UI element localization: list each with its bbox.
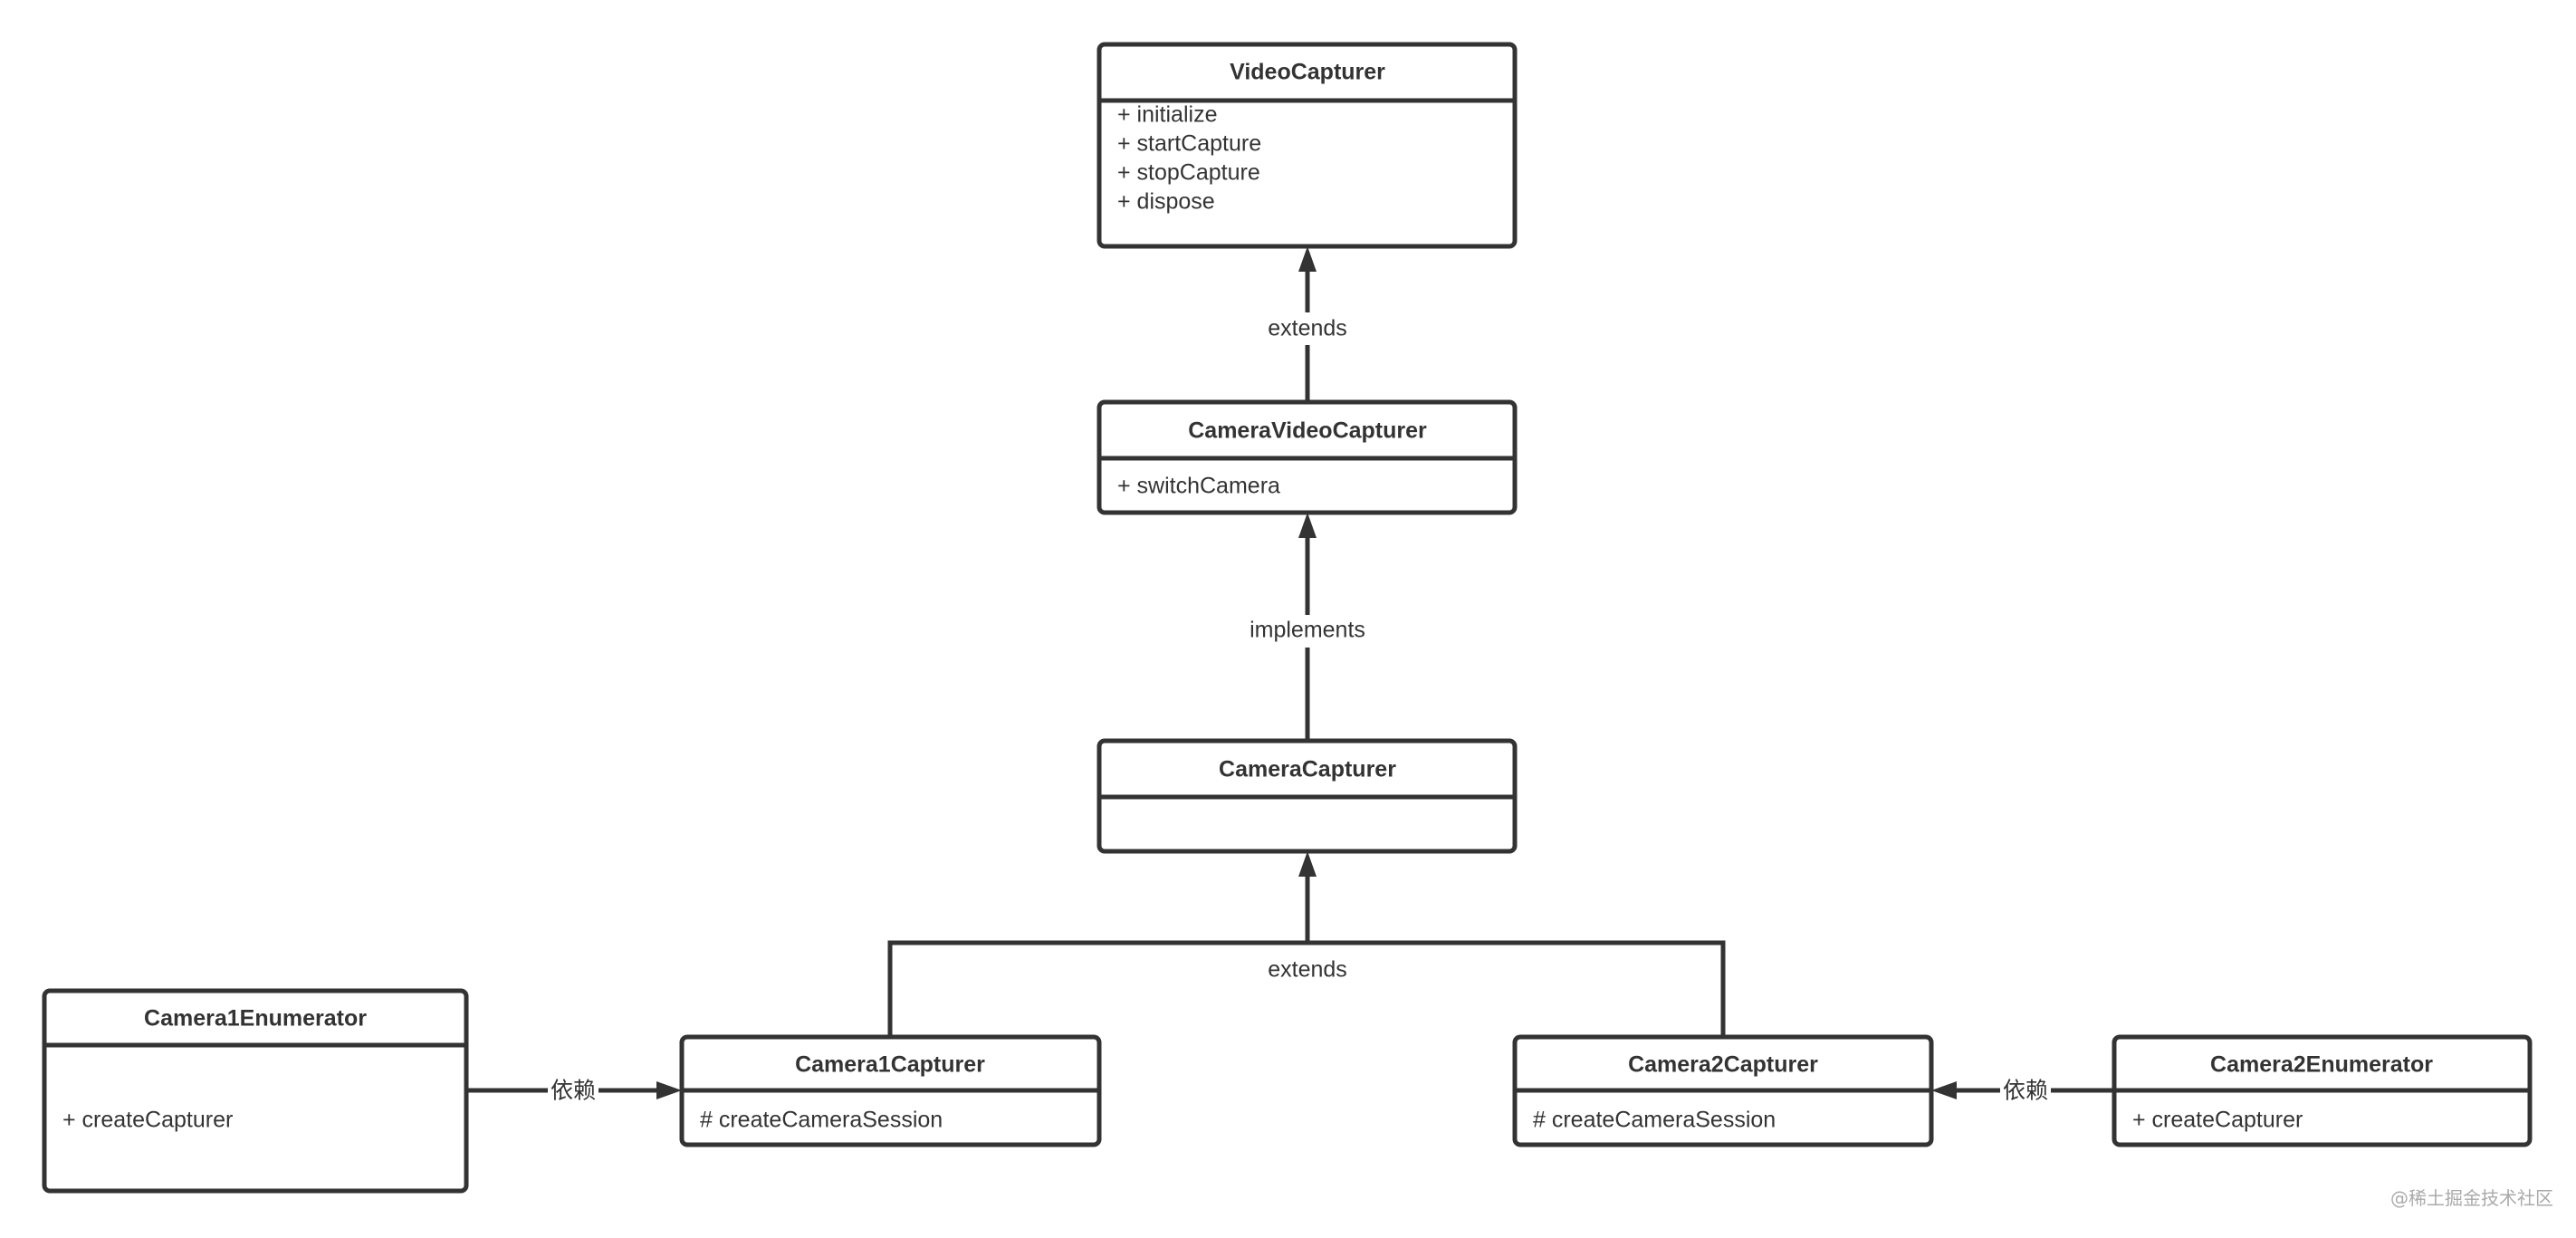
class-camera1-capturer[interactable]: Camera1Capturer # createCameraSession: [679, 1034, 1102, 1147]
class-video-capturer[interactable]: VideoCapturer + initialize + startCaptur…: [1096, 42, 1518, 249]
class-name: Camera2Enumerator: [2210, 1052, 2433, 1078]
class-name: CameraCapturer: [1219, 757, 1396, 782]
edge-label: implements: [1250, 618, 1365, 643]
class-member: + dispose: [1117, 189, 1215, 215]
arrow-head-icon: [656, 1081, 682, 1099]
edge-label: 依赖: [551, 1079, 596, 1104]
class-member: + initialize: [1117, 102, 1217, 128]
class-member: # createCameraSession: [1533, 1108, 1776, 1133]
arrow-head-icon: [1298, 246, 1317, 272]
class-camera2-capturer[interactable]: Camera2Capturer # createCameraSession: [1512, 1034, 1934, 1147]
edge-label: extends: [1268, 316, 1347, 341]
class-camera-capturer[interactable]: CameraCapturer: [1096, 738, 1518, 854]
edge-extends-video-capturer: extends: [1259, 246, 1356, 402]
edge-implements-camera-video-capturer: implements: [1240, 513, 1374, 741]
class-name: CameraVideoCapturer: [1188, 418, 1427, 444]
class-camera1-enumerator[interactable]: Camera1Enumerator + createCapturer: [42, 988, 469, 1194]
class-name: VideoCapturer: [1230, 60, 1385, 85]
class-name: Camera2Capturer: [1628, 1052, 1818, 1078]
edge-extends-camera-capturer: extends: [887, 851, 1726, 1037]
edge-depends-camera2: 依赖: [1931, 1074, 2114, 1107]
class-camera2-enumerator[interactable]: Camera2Enumerator + createCapturer: [2112, 1034, 2533, 1147]
edge-label: extends: [1268, 957, 1347, 983]
class-member: + stopCapture: [1117, 160, 1260, 186]
class-member: + startCapture: [1117, 131, 1261, 157]
edge-label: 依赖: [2003, 1079, 2048, 1104]
watermark: @稀土掘金技术社区: [2390, 1187, 2553, 1209]
edge-depends-camera1: 依赖: [466, 1074, 682, 1107]
class-name: Camera1Capturer: [795, 1052, 985, 1078]
class-member: + createCapturer: [2132, 1108, 2303, 1133]
class-camera-video-capturer[interactable]: CameraVideoCapturer + switchCamera: [1096, 399, 1518, 515]
arrow-head-icon: [1298, 851, 1317, 877]
class-member: + createCapturer: [62, 1108, 233, 1133]
class-name: Camera1Enumerator: [144, 1006, 367, 1032]
class-member: + switchCamera: [1117, 474, 1280, 499]
arrow-head-icon: [1298, 513, 1317, 538]
arrow-head-icon: [1931, 1081, 1957, 1099]
class-member: # createCameraSession: [700, 1108, 943, 1133]
